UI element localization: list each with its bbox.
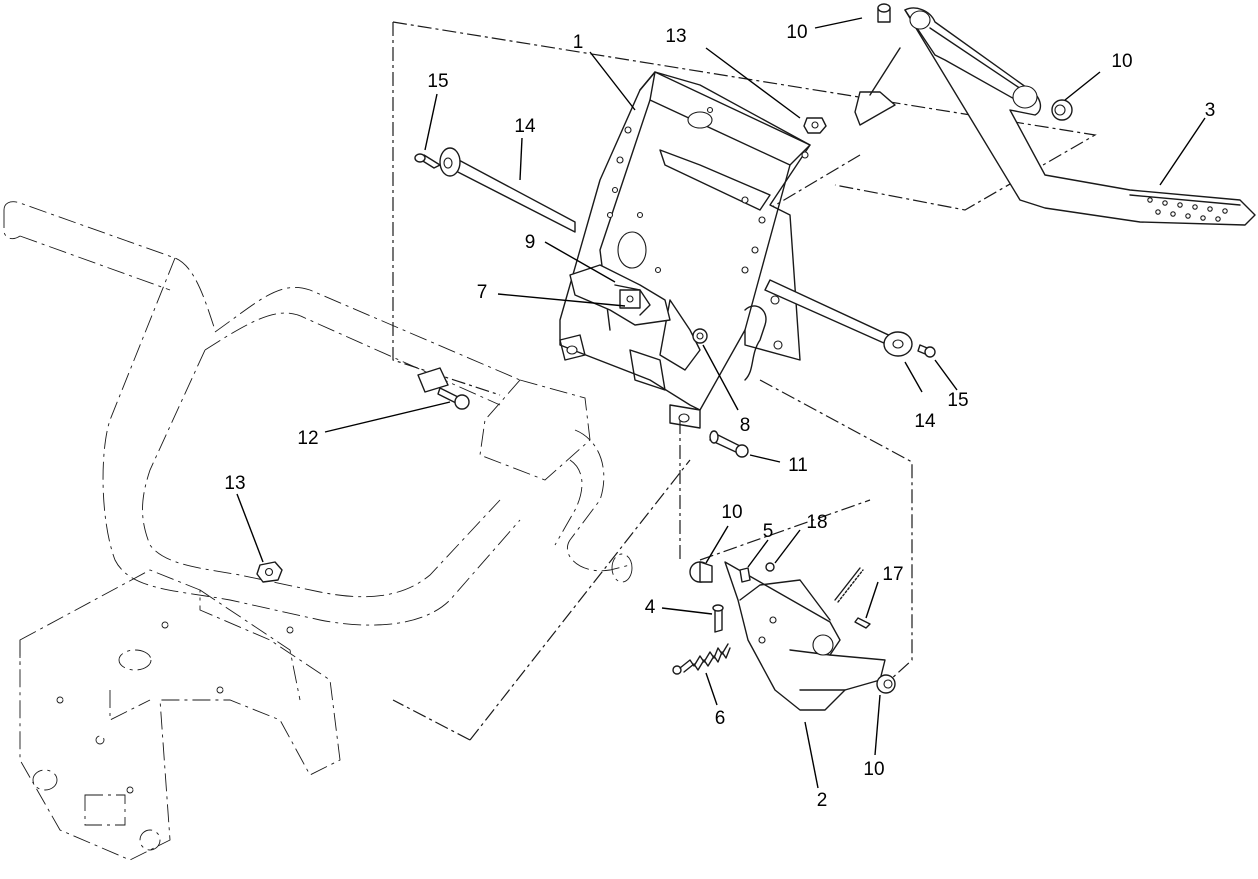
callout-14-lower: 14 [914, 411, 936, 432]
callout-5: 5 [763, 521, 774, 542]
callout-15-upper: 15 [427, 71, 448, 92]
phantom-frame [3, 201, 633, 861]
callout-13-upper: 13 [665, 26, 686, 47]
callout-1: 1 [573, 32, 584, 53]
traction-pedal-part-2 [724, 561, 886, 711]
callout-14-upper: 14 [514, 116, 536, 137]
bolt-lower-part-15 [917, 344, 936, 358]
callout-13-lower: 13 [224, 473, 245, 494]
callout-18: 18 [806, 512, 827, 533]
nut-upper [803, 117, 827, 134]
pivot-pin-lower-part-14 [764, 279, 913, 357]
callout-6: 6 [715, 708, 726, 729]
callout-10-right: 10 [1111, 51, 1132, 72]
bushing-lower-right [876, 674, 896, 694]
callout-10-lower-right: 10 [863, 759, 884, 780]
bolt-upper-part-15 [414, 153, 441, 169]
nut-lower [256, 561, 283, 583]
bushing-upper-left [877, 3, 891, 23]
bushing-lower-left [689, 561, 713, 583]
bolt-part-11 [709, 430, 749, 458]
cable-part-17 [834, 567, 871, 629]
callout-labels: 1 13 10 10 3 15 14 9 7 14 15 8 12 11 13 … [224, 22, 1215, 811]
callout-10-lower-left: 10 [721, 502, 742, 523]
callout-10-top: 10 [786, 22, 807, 43]
brake-pedal-part-3 [854, 7, 1256, 226]
bolt-part-4 [712, 604, 724, 633]
callout-2: 2 [817, 790, 828, 811]
callout-8: 8 [740, 415, 751, 436]
mount-bracket-part-1 [559, 71, 811, 429]
pin-part-5 [739, 567, 751, 583]
callout-15-lower: 15 [947, 390, 968, 411]
callout-7: 7 [477, 282, 488, 303]
callout-9: 9 [525, 232, 536, 253]
switch-assembly-part-7-9 [569, 264, 671, 326]
bolt-part-8 [692, 328, 708, 344]
callout-4: 4 [645, 597, 656, 618]
pedal-tread-holes [1147, 197, 1228, 222]
callout-11: 11 [788, 455, 808, 476]
callout-12: 12 [297, 428, 318, 449]
bolt-part-12 [417, 367, 470, 410]
spring-part-6 [672, 643, 731, 675]
screw-part-18 [765, 562, 775, 572]
pivot-pin-upper-part-14 [439, 147, 576, 233]
leader-lines [236, 17, 1206, 789]
bushing-upper-right [1051, 99, 1073, 121]
callout-17: 17 [882, 564, 903, 585]
callout-3: 3 [1205, 100, 1216, 121]
